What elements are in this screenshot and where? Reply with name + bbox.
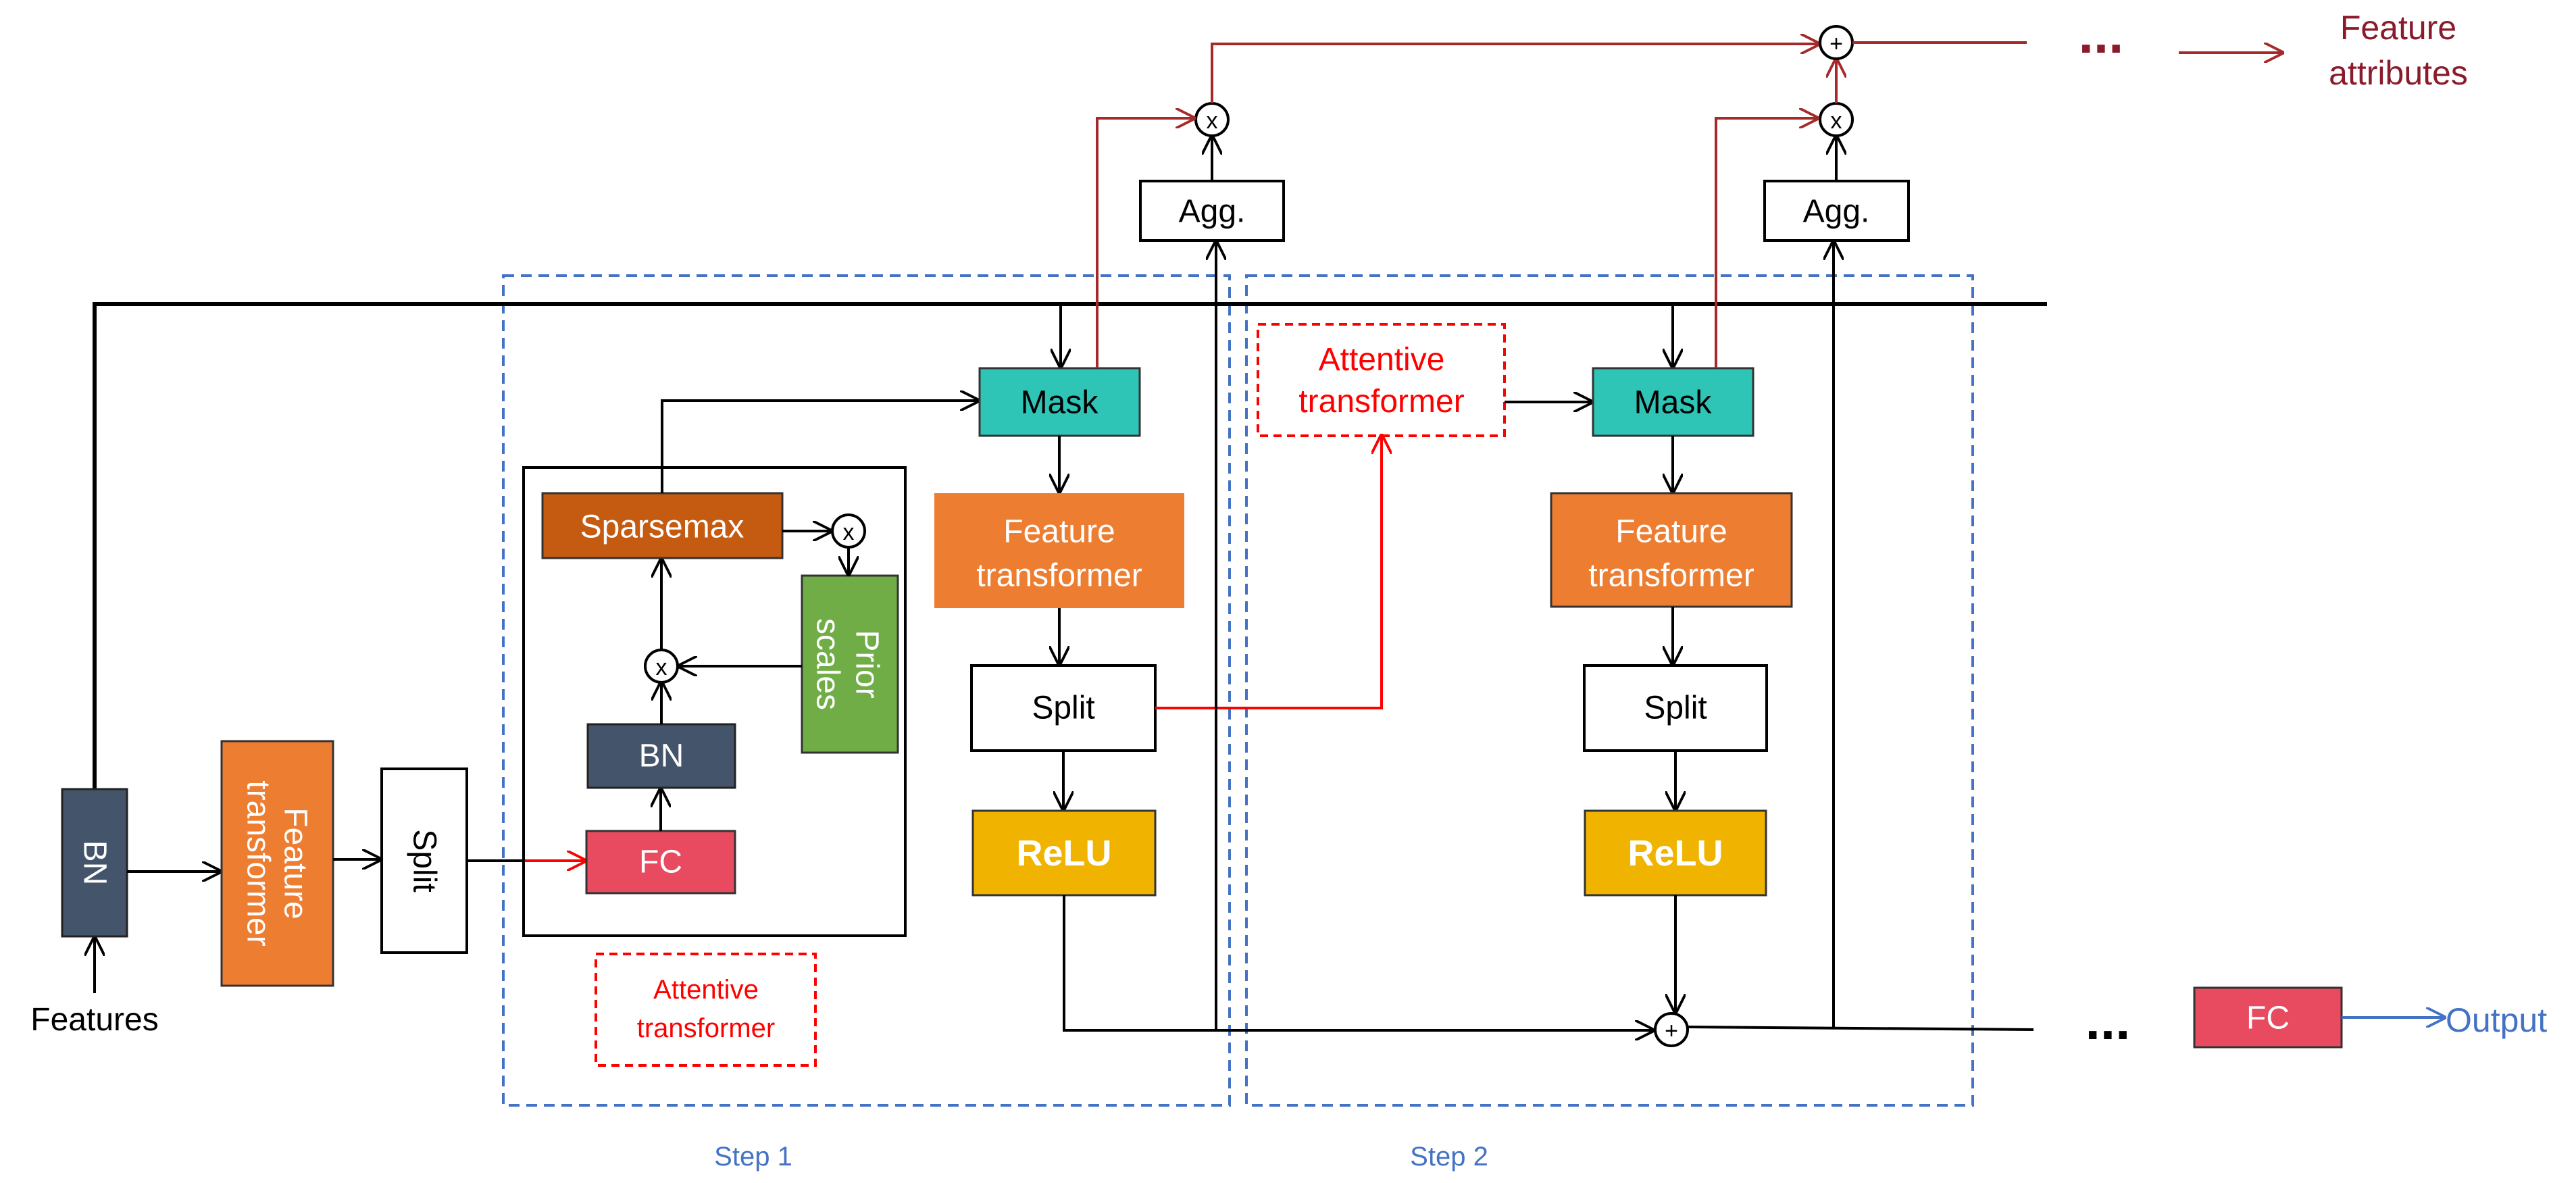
step1-mask-box: Mask [978,367,1141,437]
svg-text:Feature: Feature [1003,514,1115,550]
step2-relu-box: ReLU [1584,809,1767,897]
step1-outline [502,274,1231,1107]
step2-split-box: Split [1583,664,1768,752]
step1-attr-multiply-op: x [1194,102,1230,137]
split1-to-attentive2-arrow [1155,436,1382,709]
svg-text:x: x [656,655,667,680]
step1-split-box: Split [970,664,1157,752]
final-fc-box: FC [2193,986,2343,1049]
sparsemax-multiply-op: x [831,513,866,549]
feature-attributes-ellipsis: ... [2079,4,2124,64]
mask2-to-attr-multiply-arrow [1715,118,1817,368]
svg-text:x: x [1207,108,1218,134]
svg-text:transformer: transformer [637,1013,776,1043]
output-label: Output [2446,1001,2547,1039]
attentive-transformer-caption: Attentive transformer [595,953,817,1067]
svg-text:Mask: Mask [1634,385,1713,421]
output-ellipsis: ... [2086,990,2131,1051]
svg-text:x: x [1831,108,1842,134]
step2-outline [1245,274,1974,1107]
svg-text:transformer: transformer [1588,558,1754,594]
attr-multiply1-to-sum-arrow [1211,44,1819,103]
svg-text:+: + [1665,1018,1678,1044]
attentive-fc-box: FC [585,830,736,895]
svg-text:scales: scales [810,618,846,710]
svg-text:FC: FC [2246,1001,2290,1036]
step2-attr-multiply-op: x [1819,102,1854,137]
encoder-feature-transformer-box: Feature transformer [220,740,334,987]
attentive-multiply-op: x [644,649,679,684]
svg-text:Attentive: Attentive [653,975,759,1005]
mask1-to-attr-multiply-arrow [1096,118,1194,368]
attentive-transformer-block [522,466,907,937]
feature-attributes-label-line2: attributes [2329,54,2468,92]
step1-agg-box: Agg. [1139,180,1285,242]
svg-text:+: + [1829,31,1843,57]
encoder-bn-box: BN [61,788,128,938]
attributes-sum-op: + [1819,25,1854,60]
svg-text:x: x [843,520,855,545]
svg-text:Split: Split [1644,690,1707,726]
svg-text:transformer: transformer [241,780,276,946]
output-sum-op: + [1654,1012,1689,1047]
sparsemax-box: Sparsemax [541,492,784,559]
svg-text:ReLU: ReLU [1627,833,1723,874]
svg-text:Agg.: Agg. [1179,194,1246,230]
step2-label: Step 2 [1410,1142,1488,1172]
sparsemax-to-mask-arrow [661,401,978,493]
prior-scales-box: Prior scales [801,574,899,754]
feature-attributes-label-line1: Feature [2340,9,2456,47]
svg-text:Split: Split [1032,690,1094,726]
svg-text:BN: BN [639,738,684,774]
svg-text:transformer: transformer [1298,384,1464,420]
step2-feature-transformer-box: Feature transformer [1550,492,1793,608]
encoder-split-box: Split [380,767,468,954]
step2-agg-box: Agg. [1763,180,1910,242]
feature-bus-line [93,302,2047,828]
svg-text:Feature: Feature [1615,514,1727,550]
step1-feature-transformer-box: Feature transformer [934,493,1184,608]
svg-text:Agg.: Agg. [1803,194,1870,230]
relu1-to-sum-line [1063,895,1653,1030]
attentive-bn-box: BN [586,723,736,789]
step2-attentive-transformer-box: Attentive transformer [1257,323,1506,437]
svg-text:ReLU: ReLU [1016,833,1111,874]
svg-text:Mask: Mask [1021,385,1099,421]
svg-text:Feature: Feature [278,807,313,919]
sum-to-output-line [1687,1026,2034,1031]
svg-text:Split: Split [407,829,443,892]
svg-text:Prior: Prior [849,630,885,698]
svg-text:BN: BN [77,840,113,886]
features-label: Features [30,1002,158,1038]
svg-text:transformer: transformer [976,558,1142,594]
step1-label: Step 1 [714,1142,792,1172]
svg-text:Attentive: Attentive [1319,342,1445,378]
step1-relu-box: ReLU [971,809,1157,897]
svg-text:Sparsemax: Sparsemax [580,509,744,545]
svg-text:FC: FC [639,845,682,880]
step2-mask-box: Mask [1592,367,1754,437]
